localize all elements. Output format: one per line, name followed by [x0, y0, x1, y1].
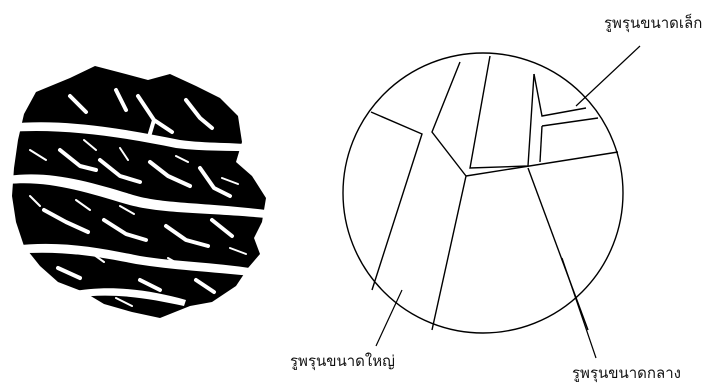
- small-pore-line-a: [534, 74, 586, 116]
- small-pore-line-b: [540, 126, 542, 162]
- label-medium-pores: รูพรุนขนาดกลาง: [572, 364, 681, 383]
- leader-small-pores: [576, 46, 640, 106]
- pore-schematic: [343, 53, 623, 333]
- medium-pore-line-cross: [466, 152, 618, 176]
- large-pore-line-right: [432, 62, 466, 330]
- small-pore-line-c: [542, 118, 598, 126]
- label-small-pores: รูพรุนขนาดเล็ก: [604, 13, 702, 33]
- medium-pore-line-top: [470, 56, 534, 168]
- porous-specimen: [8, 66, 266, 318]
- leader-large-pores: [376, 290, 402, 346]
- large-pore-line-left: [371, 112, 422, 290]
- leader-medium-pores: [562, 258, 596, 358]
- callout-leaders: [376, 46, 640, 358]
- label-large-pores: รูพรุนขนาดใหญ่: [290, 352, 395, 371]
- medium-pore-line-diag: [528, 168, 588, 330]
